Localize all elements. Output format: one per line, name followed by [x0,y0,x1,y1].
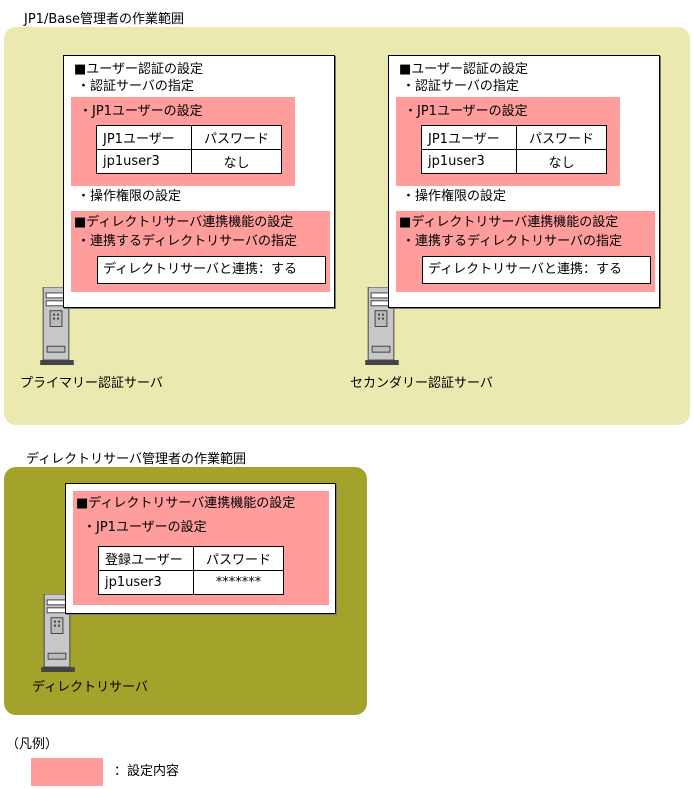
dir-table-header-user: 登録ユーザー [98,546,194,571]
secondary-auth-server-item: ・認証サーバの指定 [402,79,519,94]
primary-table-user: jp1user3 [96,149,192,174]
legend-title: （凡例） [6,737,59,752]
legend-label: ：設定内容 [114,764,180,779]
primary-table-header-password: パスワード [191,125,282,150]
secondary-server-label: セカンダリー認証サーバ [350,376,493,391]
dir-credential-table: 登録ユーザーパスワード jp1user3******* [98,546,284,595]
secondary-settings-panel: ■ユーザー認証の設定 ・認証サーバの指定 ・JP1ユーザーの設定 JP1ユーザー… [388,55,660,308]
directory-server-label: ディレクトリサーバ [32,680,148,695]
secondary-dir-box: ディレクトリサーバと連携：する [422,256,651,284]
primary-dir-block: ■ディレクトリサーバ連携機能の設定 ・連携するディレクトリサーバの指定 ディレク… [71,211,330,292]
primary-table-header-user: JP1ユーザー [96,125,192,150]
dir-table-password: ******* [193,570,284,595]
primary-settings-panel: ■ユーザー認証の設定 ・認証サーバの指定 ・JP1ユーザーの設定 JP1ユーザー… [63,55,335,308]
primary-table-password: なし [191,149,282,174]
primary-dir-section: ■ディレクトリサーバ連携機能の設定 [74,215,294,230]
jp1-region-title: JP1/Base管理者の作業範囲 [24,12,184,27]
dir-section: ■ディレクトリサーバ連携機能の設定 [76,496,296,511]
dir-region-title: ディレクトリサーバ管理者の作業範囲 [26,452,246,467]
primary-permission-item: ・操作権限の設定 [77,189,182,204]
secondary-dir-section: ■ディレクトリサーバ連携機能の設定 [399,215,619,230]
primary-dir-spec: ・連携するディレクトリサーバの指定 [77,234,297,249]
secondary-table-header-password: パスワード [516,125,607,150]
dir-table-user: jp1user3 [98,570,194,595]
dir-table-header-password: パスワード [193,546,284,571]
secondary-table-password: なし [516,149,607,174]
primary-jp1-user-setting: ・JP1ユーザーの設定 [79,104,203,119]
secondary-table-user: jp1user3 [421,149,517,174]
primary-auth-section: ■ユーザー認証の設定 [74,62,204,77]
primary-server-label: プライマリー認証サーバ [20,376,163,391]
dir-jp1-user-setting: ・JP1ユーザーの設定 [83,520,207,535]
secondary-permission-item: ・操作権限の設定 [402,189,507,204]
legend-swatch [31,758,103,786]
primary-dir-box: ディレクトリサーバと連携：する [97,256,326,284]
secondary-table-header-user: JP1ユーザー [421,125,517,150]
secondary-dir-spec: ・連携するディレクトリサーバの指定 [402,234,622,249]
dir-block: ■ディレクトリサーバ連携機能の設定 ・JP1ユーザーの設定 登録ユーザーパスワー… [73,491,329,605]
dir-settings-panel: ■ディレクトリサーバ連携機能の設定 ・JP1ユーザーの設定 登録ユーザーパスワー… [65,483,336,614]
primary-auth-server-item: ・認証サーバの指定 [77,79,194,94]
secondary-jp1-user-setting: ・JP1ユーザーの設定 [404,104,528,119]
secondary-auth-section: ■ユーザー認証の設定 [399,62,529,77]
secondary-dir-block: ■ディレクトリサーバ連携機能の設定 ・連携するディレクトリサーバの指定 ディレク… [396,211,655,292]
